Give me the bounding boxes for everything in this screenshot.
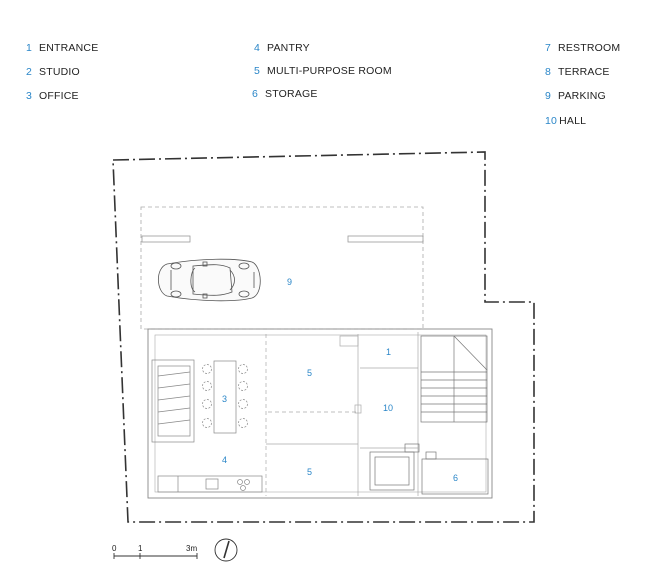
building-outline [147, 328, 493, 499]
parking-area-outline [140, 206, 424, 330]
legend-label: STUDIO [39, 66, 80, 78]
site-boundary [112, 151, 535, 523]
legend-number: 3 [26, 90, 33, 102]
room-label-multi-purpose-upper: 5 [307, 368, 312, 378]
legend-number: 8 [545, 66, 552, 78]
kitchen-counter [157, 475, 263, 493]
room-label-entrance: 1 [386, 347, 391, 357]
staircase [420, 335, 488, 423]
legend-label: OFFICE [39, 90, 79, 102]
room-label-parking: 9 [287, 277, 292, 287]
scale-label-three: 3m [186, 544, 197, 553]
room-label-office: 3 [222, 394, 227, 404]
scale-bar: 0 1 3m [112, 544, 198, 559]
legend-item-office: 3 OFFICE [26, 90, 79, 102]
legend-item-entrance: 1 ENTRANCE [26, 42, 98, 54]
scale-label-zero: 0 [112, 544, 117, 553]
room-label-multi-purpose-lower: 5 [307, 467, 312, 477]
room-label-hall: 10 [383, 403, 393, 413]
legend-number: 10 [545, 115, 558, 127]
north-arrow-icon [214, 538, 238, 562]
legend-item-pantry: 4 PANTRY [254, 42, 310, 54]
service-rooms [369, 443, 489, 495]
legend-label: PANTRY [267, 42, 310, 54]
legend-number: 4 [254, 42, 261, 54]
parking-curb-left [141, 235, 191, 243]
legend-label: PARKING [558, 90, 606, 102]
legend-item-parking: 9 PARKING [545, 90, 606, 102]
legend-number: 7 [545, 42, 552, 54]
legend-number: 6 [252, 88, 259, 100]
scale-label-one: 1 [138, 544, 143, 553]
legend-label: RESTROOM [558, 42, 621, 54]
legend-number: 9 [545, 90, 552, 102]
legend-label: ENTRANCE [39, 42, 99, 54]
legend-number: 5 [254, 65, 261, 77]
legend-label: MULTI-PURPOSE ROOM [267, 65, 392, 77]
office-furniture [151, 359, 248, 443]
legend-number: 1 [26, 42, 33, 54]
legend-item-terrace: 8 TERRACE [545, 66, 610, 78]
legend-label: TERRACE [558, 66, 610, 78]
legend-number: 2 [26, 66, 33, 78]
legend-item-multi-purpose-room: 5 MULTI-PURPOSE ROOM [254, 65, 392, 77]
legend-item-storage: 6 STORAGE [252, 88, 318, 100]
room-label-storage: 6 [453, 473, 458, 483]
building-inner-wall [154, 334, 487, 493]
legend-label: STORAGE [265, 88, 318, 100]
room-label-pantry: 4 [222, 455, 227, 465]
parking-curb-right [347, 235, 424, 243]
legend-label: HALL [559, 115, 587, 127]
car-icon [157, 258, 261, 302]
legend-item-restroom: 7 RESTROOM [545, 42, 620, 54]
legend-item-studio: 2 STUDIO [26, 66, 80, 78]
partition-walls [265, 332, 419, 496]
